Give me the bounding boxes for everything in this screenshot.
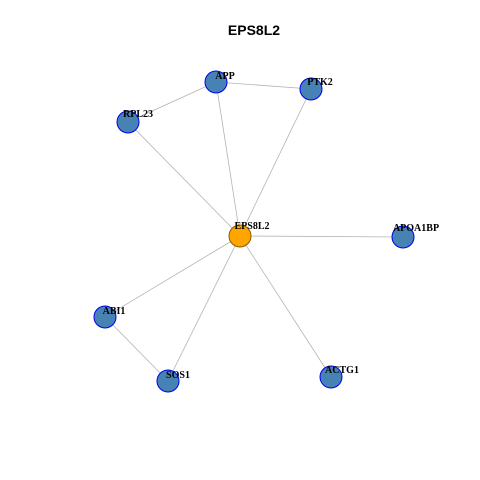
edge-app-eps8l2 xyxy=(215,81,241,237)
node-label-actg1: ACTG1 xyxy=(325,365,359,376)
node-label-app: APP xyxy=(215,71,234,82)
nodes-layer xyxy=(93,70,415,393)
edge-app-ptk2 xyxy=(215,81,312,90)
edge-eps8l2-abi1 xyxy=(104,235,241,318)
node-sos1[interactable] xyxy=(156,369,180,393)
node-abi1[interactable] xyxy=(93,305,117,329)
node-app[interactable] xyxy=(204,70,228,94)
node-label-ptk2: PTK2 xyxy=(307,77,333,88)
node-ptk2[interactable] xyxy=(299,77,323,101)
edge-eps8l2-apoa1bp xyxy=(239,235,404,238)
edge-rpl23-eps8l2 xyxy=(127,121,241,237)
edge-eps8l2-actg1 xyxy=(239,235,332,378)
node-label-sos1: SOS1 xyxy=(166,370,190,381)
edge-eps8l2-sos1 xyxy=(167,235,241,382)
node-label-apoa1bp: APOA1BP xyxy=(393,223,439,234)
node-eps8l2[interactable] xyxy=(228,224,252,248)
node-apoa1bp[interactable] xyxy=(391,225,415,249)
node-actg1[interactable] xyxy=(319,365,343,389)
node-label-rpl23: RPL23 xyxy=(123,109,153,120)
edge-abi1-sos1 xyxy=(104,316,169,382)
edges-layer xyxy=(104,81,404,382)
node-label-abi1: ABI1 xyxy=(103,306,126,317)
edge-ptk2-eps8l2 xyxy=(239,88,312,237)
graph-title: EPS8L2 xyxy=(228,22,280,38)
node-label-eps8l2: EPS8L2 xyxy=(234,221,269,232)
node-rpl23[interactable] xyxy=(116,110,140,134)
edge-app-rpl23 xyxy=(127,81,217,123)
